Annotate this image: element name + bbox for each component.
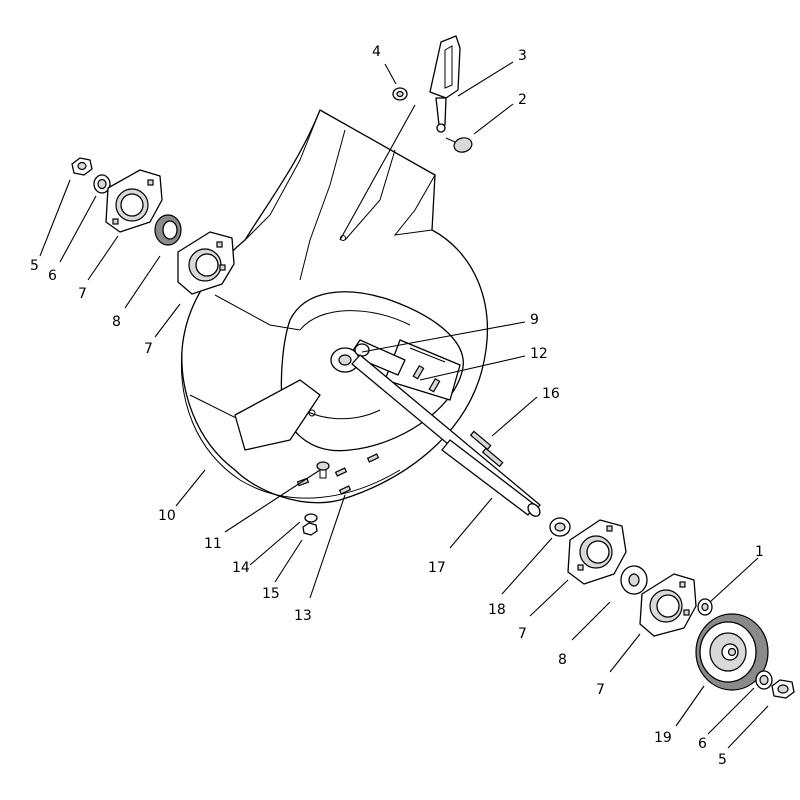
bottom-nut bbox=[302, 522, 318, 536]
callout-14: 14 bbox=[232, 560, 250, 576]
blower-housing bbox=[180, 109, 489, 504]
callout-1: 1 bbox=[755, 544, 764, 560]
callout-5-left: 5 bbox=[30, 258, 39, 274]
callout-7-left-inner: 7 bbox=[144, 341, 153, 357]
callout-3: 3 bbox=[518, 48, 527, 64]
callout-19: 19 bbox=[654, 730, 672, 746]
callout-11: 11 bbox=[204, 536, 222, 552]
lever-handle bbox=[429, 35, 461, 133]
carriage-bolt bbox=[316, 461, 330, 479]
callout-9: 9 bbox=[530, 312, 539, 328]
left-bearing bbox=[154, 214, 182, 246]
callout-8-left: 8 bbox=[112, 314, 121, 330]
right-small-nut bbox=[697, 598, 713, 616]
pulley bbox=[695, 613, 769, 691]
callout-7-left-outer: 7 bbox=[78, 286, 87, 302]
right-outer-flange-b bbox=[639, 573, 697, 637]
callout-2: 2 bbox=[518, 92, 527, 108]
knob bbox=[445, 137, 473, 153]
callout-7-right-b: 7 bbox=[596, 682, 605, 698]
right-outer-flange-a bbox=[567, 519, 627, 585]
callout-6-right: 6 bbox=[698, 736, 707, 752]
left-hex-nut bbox=[71, 157, 93, 176]
callout-5-right: 5 bbox=[718, 752, 727, 768]
callout-10: 10 bbox=[158, 508, 176, 524]
impeller-hub bbox=[330, 343, 370, 373]
lock-nut-top bbox=[392, 87, 408, 101]
callout-18: 18 bbox=[488, 602, 506, 618]
left-outer-flange bbox=[105, 169, 163, 233]
bottom-washer bbox=[304, 513, 318, 523]
left-lock-washer bbox=[93, 174, 111, 194]
callout-7-right-a: 7 bbox=[518, 626, 527, 642]
callout-4: 4 bbox=[372, 44, 381, 60]
drive-shaft bbox=[351, 354, 541, 517]
right-bearing bbox=[620, 565, 648, 595]
right-lock-washer bbox=[755, 670, 773, 690]
callout-8-right: 8 bbox=[558, 652, 567, 668]
callout-labels: 4 3 2 5 6 7 8 7 9 12 16 10 11 14 15 13 1… bbox=[30, 44, 764, 768]
callout-16: 16 bbox=[542, 386, 560, 402]
left-inner-flange bbox=[177, 231, 235, 295]
callout-13: 13 bbox=[294, 608, 312, 624]
leader-lines bbox=[39, 61, 769, 749]
callout-12: 12 bbox=[530, 346, 548, 362]
callout-6-left: 6 bbox=[48, 268, 57, 284]
callout-15: 15 bbox=[262, 586, 280, 602]
right-hex-nut bbox=[771, 679, 795, 699]
right-spacer bbox=[549, 517, 571, 537]
callout-17: 17 bbox=[428, 560, 446, 576]
